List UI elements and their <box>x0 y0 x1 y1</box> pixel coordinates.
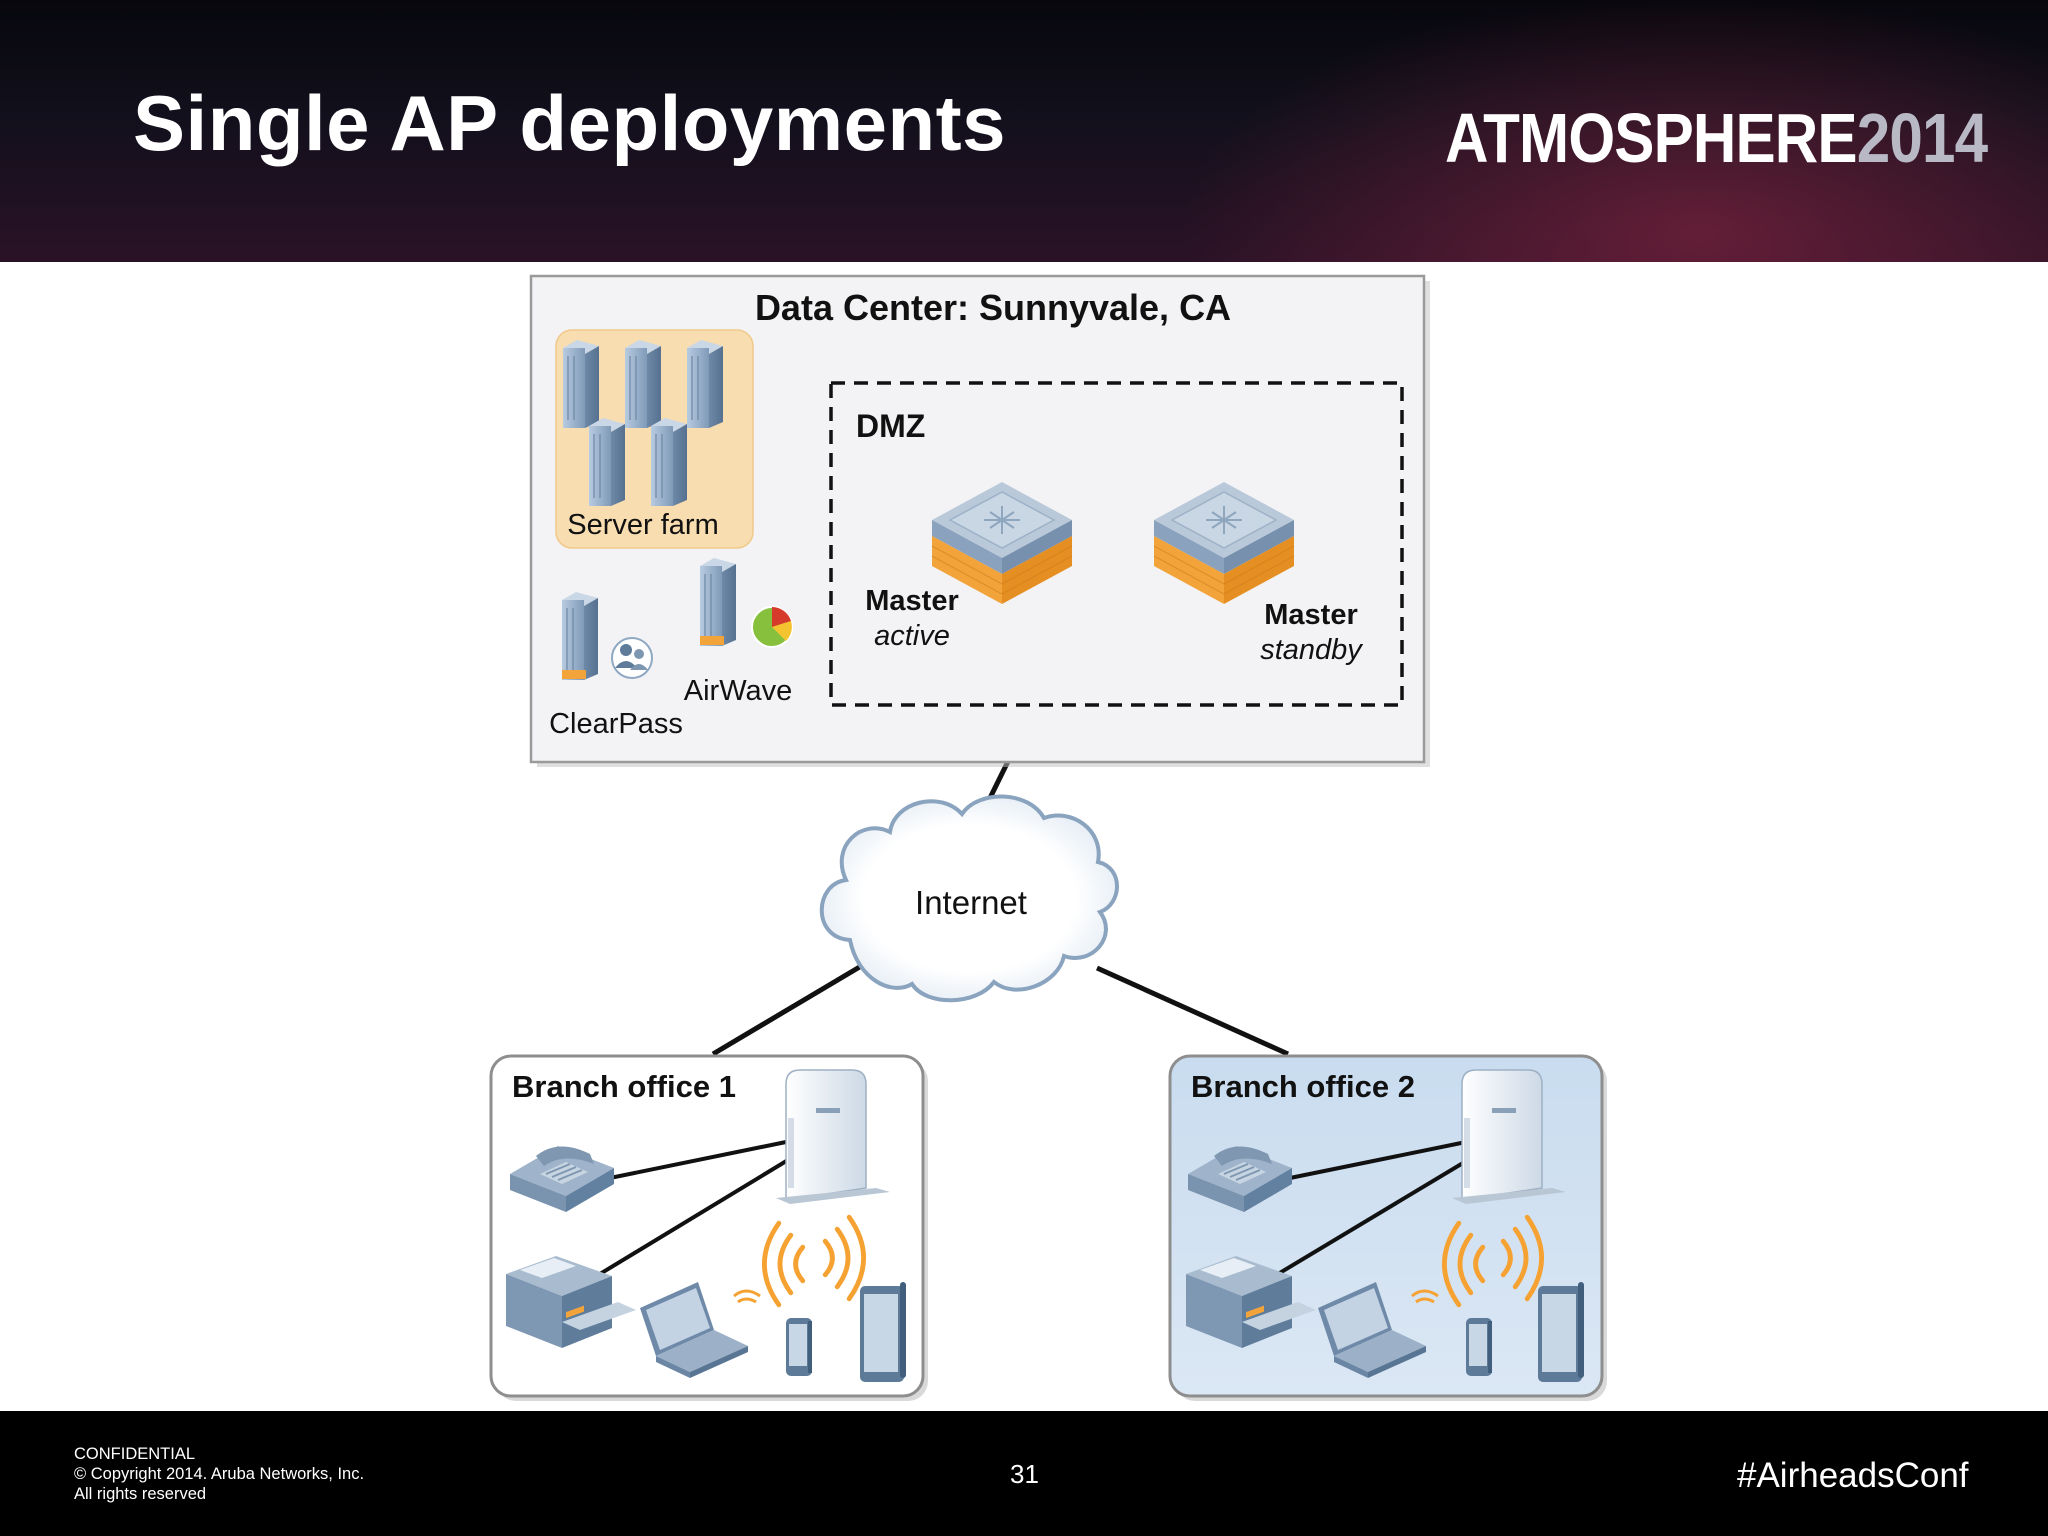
airwave-server: AirWave <box>684 558 793 707</box>
master-standby-name: Master <box>1264 599 1358 631</box>
airwave-label: AirWave <box>684 675 793 707</box>
data-center-panel: Data Center: Sunnyvale, CA Server farm C… <box>529 274 1430 767</box>
atmosphere-logo: ATMOSPHERE2014 <box>1445 98 1988 178</box>
master-active-name: Master <box>865 585 959 617</box>
clearpass-label: ClearPass <box>549 708 683 740</box>
branch-office-1: Branch office 1 <box>489 1054 928 1401</box>
tablet-icon <box>860 1282 906 1382</box>
branch-office-2: Branch office 2 <box>1168 1054 1607 1401</box>
wifi-signal-icon <box>733 1217 864 1305</box>
master-active-role: active <box>874 620 950 652</box>
smartphone-icon <box>1466 1318 1492 1376</box>
pie-chart-icon <box>751 606 793 648</box>
confidential-line: All rights reserved <box>74 1485 207 1503</box>
tablet-icon <box>1538 1282 1584 1382</box>
page-number: 31 <box>1010 1459 1039 1489</box>
server-farm: Server farm <box>555 329 754 549</box>
confidential-notice: CONFIDENTIAL © Copyright 2014. Aruba Net… <box>74 1444 364 1504</box>
clearpass-server: ClearPass <box>549 592 683 740</box>
slide-header: Single AP deployments ATMOSPHERE2014 <box>0 0 2048 262</box>
users-icon <box>611 637 653 679</box>
smartphone-icon <box>786 1318 812 1376</box>
internet-cloud: Internet <box>819 794 1119 1003</box>
branch-office-1-label: Branch office 1 <box>512 1069 736 1104</box>
internet-label: Internet <box>915 884 1027 921</box>
dmz-label: DMZ <box>856 408 925 444</box>
master-standby-role: standby <box>1260 634 1363 666</box>
server-farm-label: Server farm <box>567 509 718 541</box>
brand-name: ATMOSPHERE <box>1445 99 1858 177</box>
hashtag: #AirheadsConf <box>1737 1456 1969 1495</box>
confidential-line: © Copyright 2014. Aruba Networks, Inc. <box>74 1465 365 1483</box>
slide-footer: CONFIDENTIAL © Copyright 2014. Aruba Net… <box>0 1411 2048 1536</box>
branch-office-2-label: Branch office 2 <box>1191 1069 1415 1104</box>
slide-title: Single AP deployments <box>133 79 1007 167</box>
brand-year: 2014 <box>1856 99 1988 177</box>
wifi-signal-icon <box>1411 1217 1542 1305</box>
dmz-zone: DMZ Master active Master standby <box>829 381 1404 707</box>
network-diagram: Data Center: Sunnyvale, CA Server farm C… <box>489 274 1607 1401</box>
data-center-title: Data Center: Sunnyvale, CA <box>755 287 1231 328</box>
confidential-line: CONFIDENTIAL <box>74 1445 196 1463</box>
